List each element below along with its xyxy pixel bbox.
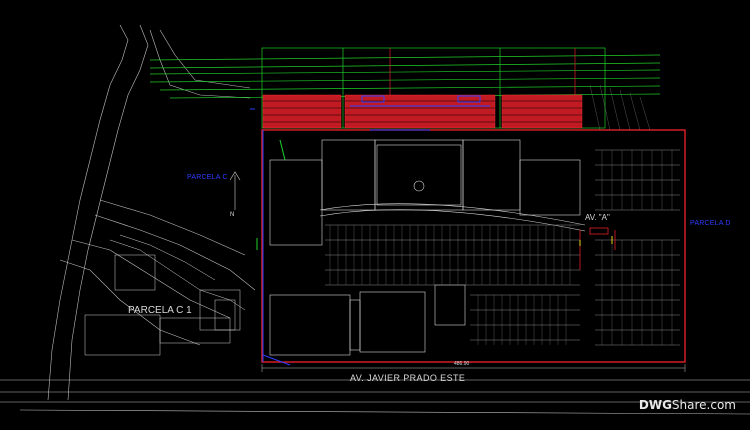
parking-stalls bbox=[329, 84, 673, 345]
watermark: DWGShare.com bbox=[639, 398, 736, 412]
left-roads bbox=[0, 24, 750, 415]
label-parcela-d: PARCELA D bbox=[690, 220, 731, 227]
parking-grid bbox=[325, 149, 680, 346]
label-avenue-a: AV. "A" bbox=[585, 213, 610, 222]
yellow-ticks bbox=[579, 236, 613, 246]
label-north: N bbox=[230, 212, 235, 218]
green-marks bbox=[256, 139, 286, 250]
label-dimension: 486.90 bbox=[454, 361, 470, 367]
watermark-part1: DWG bbox=[638, 398, 672, 412]
dimension-line bbox=[261, 364, 686, 372]
label-parcela-c1: PARCELA C 1 bbox=[128, 305, 192, 316]
parcel-c1-buildings bbox=[84, 234, 246, 356]
watermark-part2: Share.com bbox=[671, 398, 736, 412]
north-parking-stripes bbox=[263, 100, 582, 123]
north-arrow bbox=[229, 171, 241, 210]
blue-marks bbox=[250, 108, 430, 366]
north-blue-marks bbox=[350, 95, 490, 107]
north-parking bbox=[262, 94, 583, 129]
right-red-details bbox=[579, 227, 616, 270]
label-avenue-javier: AV. JAVIER PRADO ESTE bbox=[350, 373, 466, 383]
label-parcela-c: PARCELA C bbox=[187, 174, 228, 181]
site-boundary bbox=[261, 129, 686, 363]
mall-buildings bbox=[269, 139, 586, 356]
